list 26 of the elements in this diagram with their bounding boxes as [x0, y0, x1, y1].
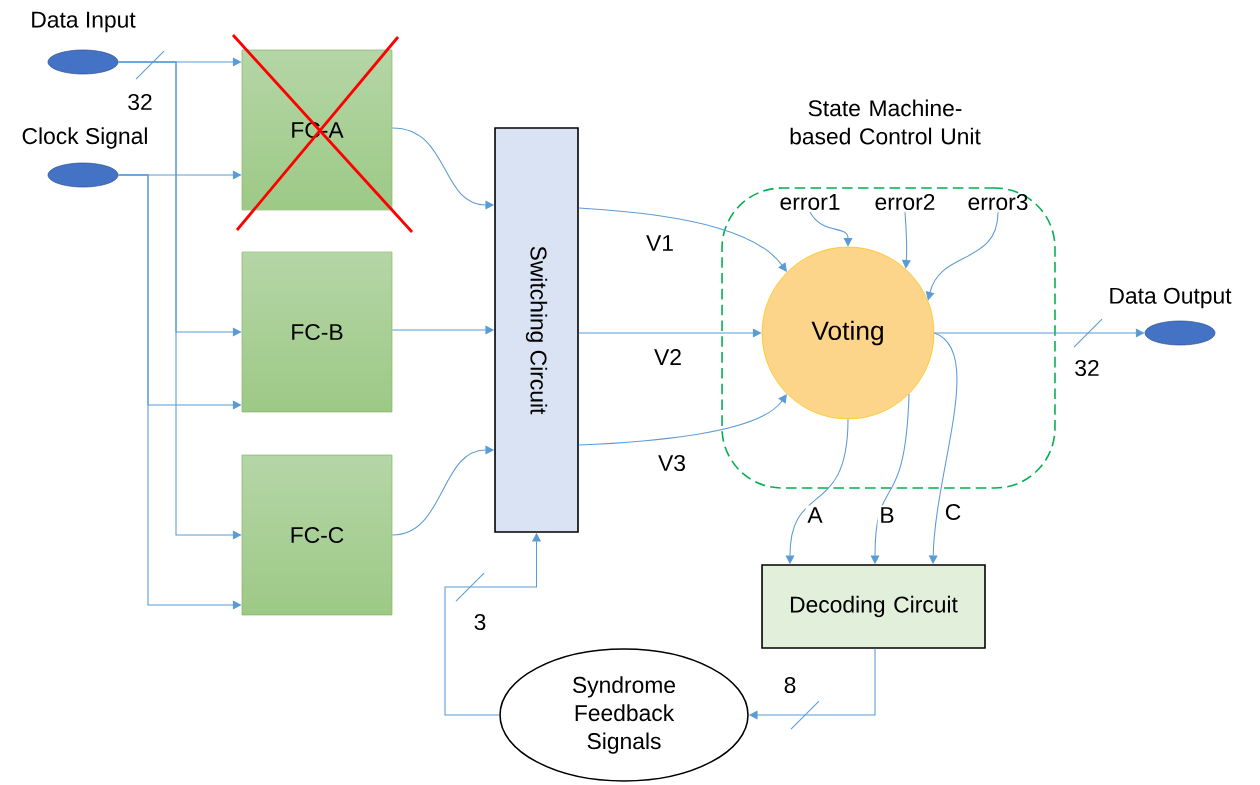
- edge-label: 32: [1072, 358, 1102, 378]
- edge-label: 3: [471, 612, 489, 632]
- group-heading: State Machine-based Control Unit: [790, 99, 981, 145]
- arrow: [578, 328, 762, 338]
- edge-label: V2: [652, 347, 684, 367]
- signal-label: error2: [875, 193, 935, 211]
- arrow: [578, 394, 787, 446]
- edge-label: C: [943, 502, 963, 522]
- signal-label: error1: [780, 194, 840, 210]
- edge-label: A: [805, 505, 825, 525]
- function-block: FC-B: [241, 251, 393, 413]
- terminal-label: Clock Signal: [22, 127, 147, 149]
- arrow: [578, 207, 787, 272]
- arrow: [925, 211, 999, 301]
- edge-label: B: [877, 505, 897, 525]
- terminal-label: Data Input: [32, 11, 136, 33]
- edge-label: V3: [656, 453, 688, 473]
- function-block: FC-C: [241, 454, 393, 616]
- signal-label: error3: [968, 193, 1028, 211]
- terminal-label: Data Output: [1110, 287, 1232, 309]
- switching-box: Switching Circuit: [494, 127, 579, 533]
- edge-label: 32: [125, 92, 155, 112]
- edge-label: 8: [781, 675, 799, 695]
- arrow: [809, 211, 853, 247]
- decoding-box: Decoding Circuit: [761, 564, 986, 649]
- edge-label: V1: [644, 233, 676, 253]
